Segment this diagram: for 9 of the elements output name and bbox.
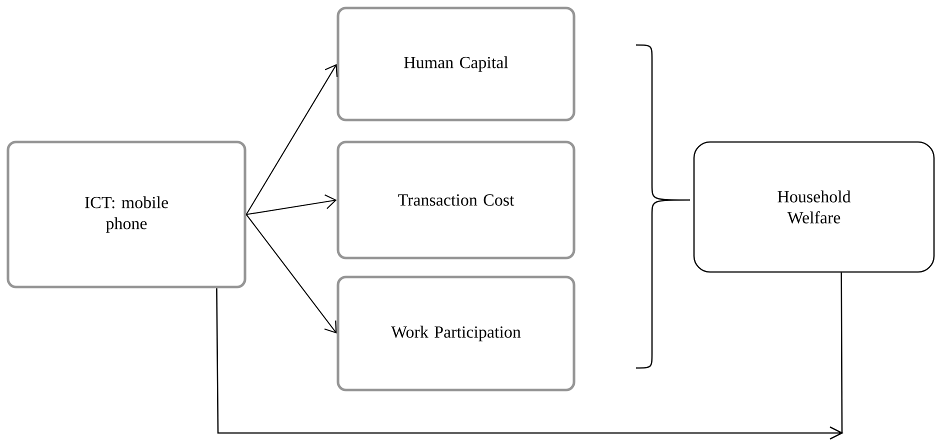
arrow <box>216 272 844 440</box>
arrow <box>246 214 337 334</box>
process-box: Work Participation <box>336 276 576 392</box>
process-box: Transaction Cost <box>336 140 576 260</box>
arrow <box>246 194 337 216</box>
arrow <box>246 64 338 215</box>
process-box: Household Welfare <box>693 141 935 273</box>
process-box: Human Capital <box>336 6 576 122</box>
process-box: ICT: mobile phone <box>6 140 246 288</box>
